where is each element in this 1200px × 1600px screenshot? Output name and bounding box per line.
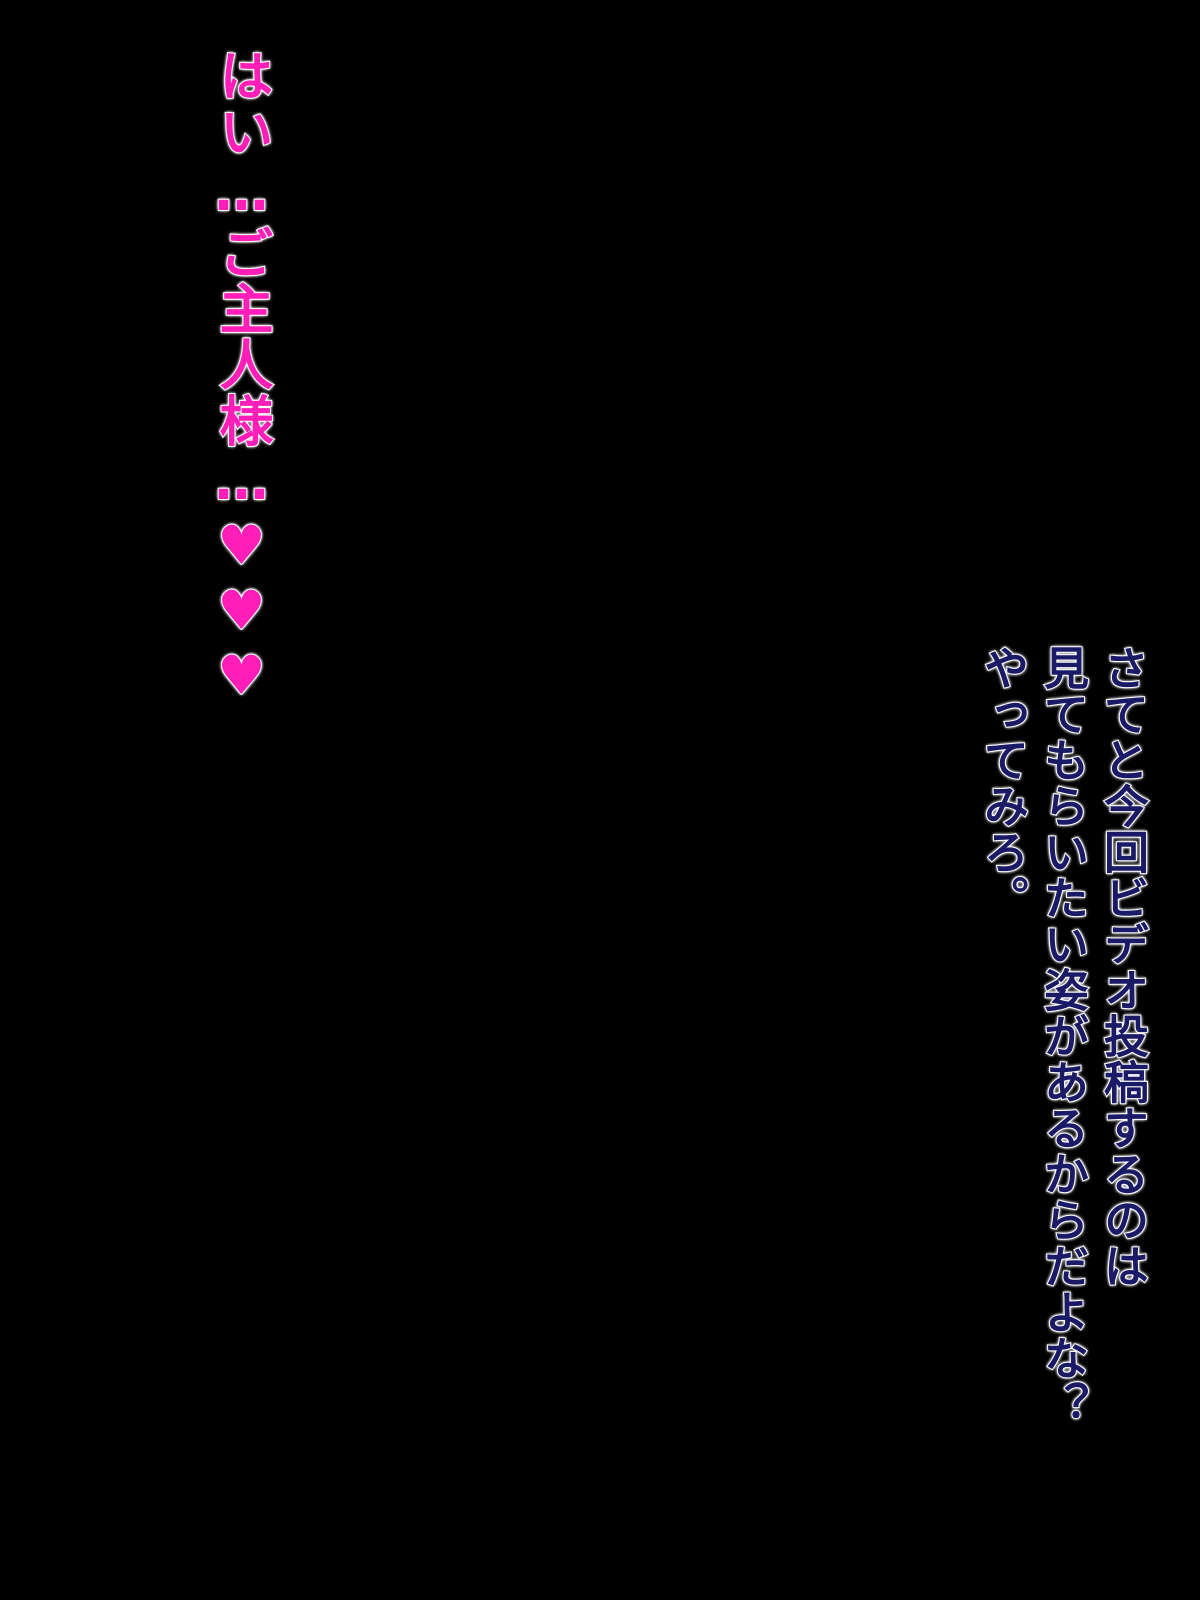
pink-dialogue-text: はい…ご主人様…♥♥♥: [209, 47, 274, 710]
navy-dialogue-line-1: さてと今回ビデオ投稿するのは: [1095, 644, 1150, 1290]
navy-dialogue-line-3: やってみろ。: [975, 644, 1030, 922]
navy-dialogue-line-2: 見てもらいたい姿があるからだよな？: [1035, 644, 1090, 1428]
navy-dialogue-block: さてと今回ビデオ投稿するのは 見てもらいたい姿があるからだよな？ やってみろ。: [975, 644, 1155, 1465]
